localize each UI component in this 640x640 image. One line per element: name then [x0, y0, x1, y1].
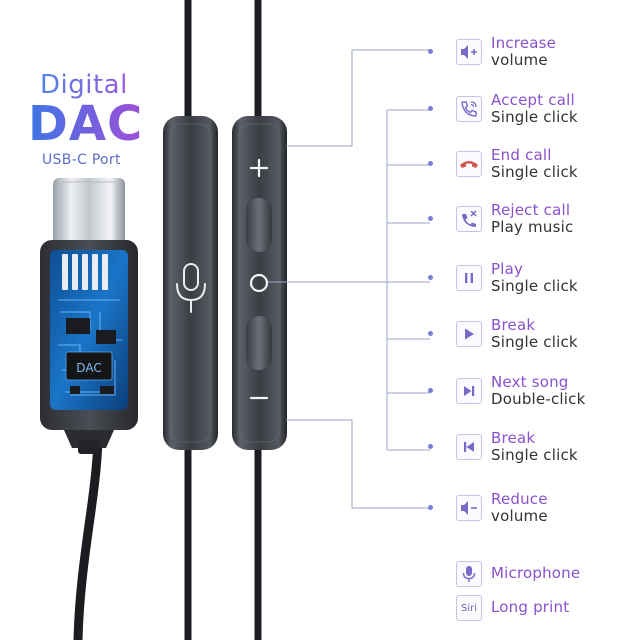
connector-dot [428, 161, 433, 166]
vol-up-pill [246, 198, 272, 252]
phone-reject-icon [456, 206, 482, 232]
control-pod [232, 116, 287, 450]
fn-title: Long print [491, 598, 570, 616]
connector-dot [428, 388, 433, 393]
fn-title: Accept call [491, 91, 575, 109]
connector-dot [428, 331, 433, 336]
fn-long-press: Siri Long print [456, 593, 636, 633]
play-icon [456, 321, 482, 347]
fn-break-1: Break Single click [428, 316, 636, 359]
usb-c-plug: DAC [40, 178, 138, 454]
fn-break-2: Break Single click [428, 429, 636, 472]
fn-title: Break [491, 429, 536, 447]
fn-next-song: Next song Double-click [428, 373, 636, 416]
prev-track-icon [456, 434, 482, 460]
fn-reject-call: Reject call Play music [428, 201, 636, 244]
connector-dot [428, 216, 433, 221]
fn-subtitle: Single click [491, 163, 578, 181]
fn-title: Reduce [491, 490, 548, 508]
connector-dot [428, 505, 433, 510]
connector-dot [428, 49, 433, 54]
mic-symbol [176, 263, 206, 313]
siri-icon: Siri [456, 595, 482, 621]
fn-title: Break [491, 316, 536, 334]
brand-dac: DAC [28, 96, 144, 152]
fn-end-call: End call Single click [428, 146, 636, 189]
microphone-icon [456, 561, 482, 587]
volume-up-icon [456, 39, 482, 65]
siri-icon-text: Siri [460, 602, 477, 614]
vol-down-pill [246, 316, 272, 370]
connector-dot [428, 444, 433, 449]
connector-dot [428, 275, 433, 280]
phone-hangup-icon [456, 151, 482, 177]
chip-label: DAC [76, 361, 101, 375]
fn-title: Reject call [491, 201, 571, 219]
fn-microphone: Microphone [456, 559, 636, 599]
fn-subtitle: Double-click [491, 390, 586, 408]
fn-subtitle: volume [491, 51, 548, 69]
fn-subtitle: Single click [491, 446, 578, 464]
fn-subtitle: Single click [491, 333, 578, 351]
pause-icon [456, 265, 482, 291]
fn-title: Next song [491, 373, 569, 391]
fn-subtitle: Play music [491, 218, 574, 236]
next-track-icon [456, 378, 482, 404]
fn-subtitle: Single click [491, 277, 578, 295]
fn-increase-volume: Increase volume [428, 34, 636, 77]
multi-function-circle [249, 273, 269, 293]
fn-reduce-volume: Reduce volume [428, 490, 636, 533]
phone-accept-icon [456, 96, 482, 122]
connector-lines [268, 49, 430, 509]
connector-dot [428, 106, 433, 111]
fn-title: End call [491, 146, 552, 164]
brand-digital: Digital [40, 70, 128, 100]
volume-down-icon [456, 495, 482, 521]
cables [73, 0, 262, 640]
fn-play: Play Single click [428, 260, 636, 303]
fn-title: Increase [491, 34, 557, 52]
fn-title: Play [491, 260, 524, 278]
fn-title: Microphone [491, 564, 581, 582]
fn-accept-call: Accept call Single click [428, 91, 636, 134]
mic-pod [163, 116, 218, 450]
fn-subtitle: volume [491, 507, 548, 525]
fn-subtitle: Single click [491, 108, 578, 126]
brand-usbc-port: USB-C Port [42, 152, 121, 168]
plus-symbol [249, 158, 269, 178]
